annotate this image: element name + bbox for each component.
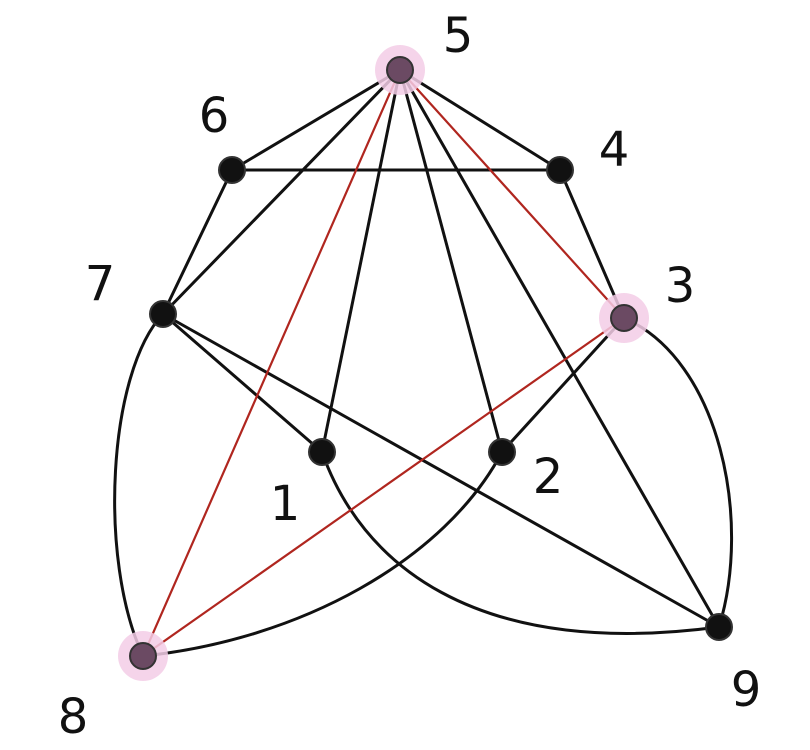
node-5 xyxy=(386,56,414,84)
node-label-4: 4 xyxy=(599,122,630,178)
edge-5-8 xyxy=(141,68,402,658)
node-label-5: 5 xyxy=(443,8,474,64)
edge-5-1 xyxy=(320,68,402,454)
node-2 xyxy=(488,438,516,466)
edge-4-3 xyxy=(558,168,626,320)
edge-5-9 xyxy=(398,68,721,629)
edge-7-1 xyxy=(161,312,324,454)
labels-layer: 1 2 3 4 5 6 7 8 9 xyxy=(58,8,762,745)
edge-3-8 xyxy=(141,316,626,658)
node-label-1: 1 xyxy=(270,476,301,532)
edges-layer xyxy=(113,68,734,658)
edge-1-9 xyxy=(320,450,721,635)
node-1 xyxy=(308,438,336,466)
node-3 xyxy=(610,304,638,332)
edge-2-8 xyxy=(141,450,504,658)
node-label-6: 6 xyxy=(199,88,230,144)
node-7 xyxy=(149,300,177,328)
node-label-2: 2 xyxy=(533,449,564,505)
edge-7-9 xyxy=(161,312,721,629)
edge-3-9 xyxy=(622,316,734,629)
edge-7-8 xyxy=(113,312,165,658)
edge-5-4 xyxy=(398,68,562,172)
edge-6-7 xyxy=(161,168,234,316)
nodes-layer xyxy=(118,45,733,681)
edge-5-2 xyxy=(398,68,504,454)
node-label-9: 9 xyxy=(731,662,762,718)
edge-5-7 xyxy=(161,68,402,316)
node-6 xyxy=(218,156,246,184)
node-9 xyxy=(705,613,733,641)
edge-5-6 xyxy=(230,68,402,172)
node-label-7: 7 xyxy=(85,256,116,312)
edge-5-3 xyxy=(398,68,626,320)
node-label-3: 3 xyxy=(665,258,696,314)
node-4 xyxy=(546,156,574,184)
edge-3-2 xyxy=(500,316,626,454)
node-label-8: 8 xyxy=(58,689,89,745)
node-8 xyxy=(129,642,157,670)
